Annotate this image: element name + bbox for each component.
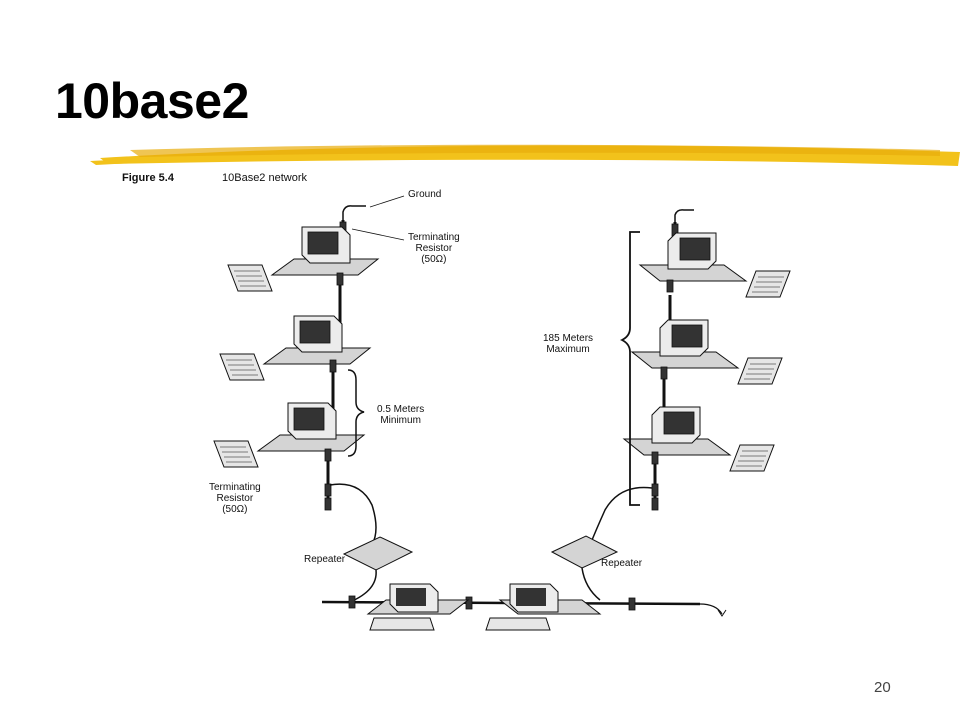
slide-title: 10base2 [55, 73, 249, 129]
left-repeater-device [342, 536, 414, 571]
label-repeater-left: Repeater [304, 554, 346, 565]
label-repeater-right: Repeater [601, 558, 643, 569]
left-workstation-1 [227, 226, 379, 292]
right-workstation-3 [623, 406, 775, 472]
min-spacing-brace [347, 369, 365, 457]
label-min-spacing: 0.5 Meters Minimum [377, 404, 425, 426]
label-terminating-resistor-bottom: Terminating Resistor (50Ω) [209, 482, 261, 515]
label-max-length: 185 Meters Maximum [543, 333, 594, 355]
label-terminating-resistor-top: Terminating Resistor (50Ω) [408, 232, 460, 265]
right-repeater-device [550, 535, 619, 569]
figure-title: 10Base2 network [222, 172, 307, 184]
label-ground: Ground [408, 189, 442, 200]
right-workstation-2 [631, 319, 783, 385]
bottom-workstation-2 [485, 583, 602, 631]
right-workstation-1 [639, 232, 791, 298]
bottom-workstation-1 [366, 583, 470, 631]
left-workstation-3 [213, 402, 365, 468]
left-workstation-2 [219, 315, 371, 381]
max-length-brace [619, 231, 640, 506]
figure-number: Figure 5.4 [122, 172, 174, 184]
slide-number: 20 [874, 679, 891, 696]
